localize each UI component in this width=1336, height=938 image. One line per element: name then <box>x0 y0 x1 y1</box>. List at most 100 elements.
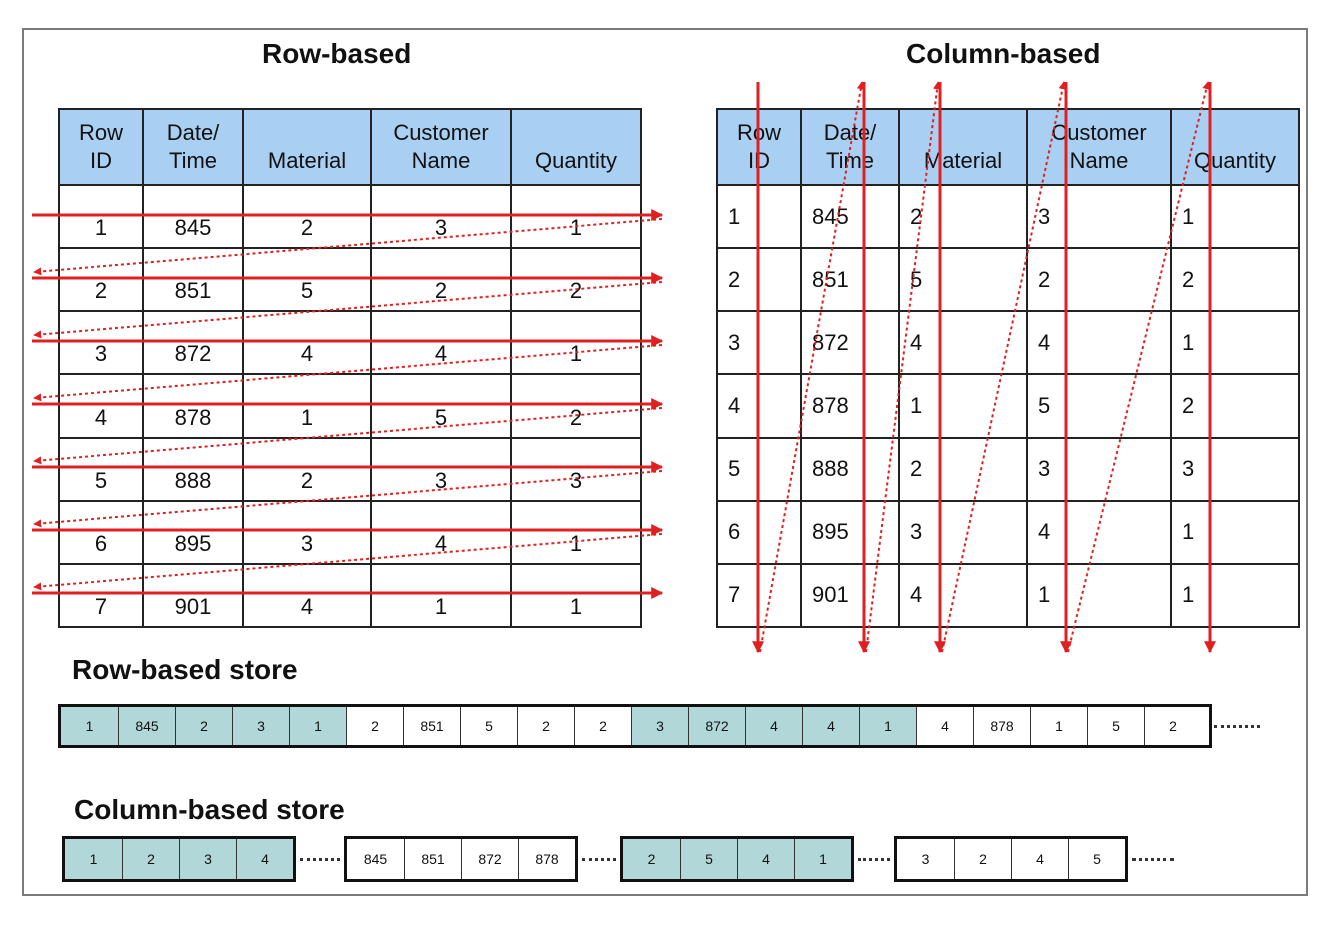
col-table-cell-customer-name: 3 <box>1026 183 1172 250</box>
row-store-cell: 2 <box>574 707 631 745</box>
row-table-cell-row-id: 6 <box>58 499 144 565</box>
row-table-cell-date-time: 888 <box>142 436 244 502</box>
row-store-cell: 4 <box>916 707 973 745</box>
col-table-cell-date-time: 901 <box>800 562 900 629</box>
col-table-cell-material: 4 <box>898 562 1028 629</box>
col-table-cell-material: 5 <box>898 247 1028 313</box>
row-store-cell: 845 <box>118 707 175 745</box>
column-store-cell: 2 <box>623 839 680 879</box>
header-line-1: Date/ <box>166 120 220 145</box>
column-store-cell: 4 <box>737 839 794 879</box>
column-based-title: Column-based <box>906 38 1101 69</box>
header-line-1 <box>900 119 1026 147</box>
header-line-1: Customer <box>393 120 489 145</box>
header-line-2: Time <box>168 148 218 173</box>
column-store-continuation <box>582 858 616 861</box>
col-table-cell-row-id: 7 <box>716 562 802 629</box>
header-line-1: Customer <box>1051 120 1147 145</box>
column-store-cell: 1 <box>794 839 851 879</box>
row-table-header-date-time: Date/Time <box>142 108 244 186</box>
column-store-cell: 845 <box>363 851 388 867</box>
row-table-cell-customer-name: 4 <box>370 310 512 376</box>
row-table-cell-customer-name: 3 <box>370 436 512 502</box>
row-table-cell-customer-name: 3 <box>370 183 512 250</box>
row-store-cell: 1 <box>289 707 346 745</box>
row-table-cell-date-time: 895 <box>142 499 244 565</box>
row-table-cell-customer-name: 2 <box>370 247 512 313</box>
row-store-cell: 851 <box>403 707 460 745</box>
row-table-cell-quantity: 1 <box>510 310 642 376</box>
col-table-cell-row-id: 2 <box>716 247 802 313</box>
column-store-cell: 3 <box>921 851 930 867</box>
row-table-cell-quantity: 3 <box>510 436 642 502</box>
row-store-cell: 872 <box>688 707 745 745</box>
col-table-cell-customer-name: 5 <box>1026 373 1172 439</box>
row-table-cell-material: 2 <box>242 436 372 502</box>
col-table-cell-date-time: 851 <box>800 247 900 313</box>
header-line-2: Material <box>267 148 347 173</box>
column-store-cell: 5 <box>1068 839 1125 879</box>
col-table-cell-date-time: 872 <box>800 310 900 376</box>
row-store-cell: 2 <box>175 707 232 745</box>
row-table-cell-row-id: 3 <box>58 310 144 376</box>
col-table-cell-row-id: 4 <box>716 373 802 439</box>
row-table-cell-date-time: 845 <box>142 183 244 250</box>
col-table-cell-material: 3 <box>898 499 1028 565</box>
row-table-cell-row-id: 1 <box>58 183 144 250</box>
row-store-cell: 5 <box>460 707 517 745</box>
row-table-cell-row-id: 5 <box>58 436 144 502</box>
row-based-store-title: Row-based store <box>72 654 298 685</box>
row-table-cell-row-id: 4 <box>58 373 144 439</box>
row-store-cell: 2 <box>517 707 574 745</box>
row-store-cell: 2 <box>346 707 403 745</box>
row-based-title: Row-based <box>262 38 412 69</box>
col-table-cell-row-id: 6 <box>716 499 802 565</box>
column-based-store-title: Column-based store <box>74 794 345 825</box>
col-table-cell-quantity: 1 <box>1170 562 1300 629</box>
row-store-continuation <box>1214 725 1260 728</box>
row-table-cell-row-id: 7 <box>58 562 144 629</box>
col-table-header-material: Material <box>898 108 1028 186</box>
row-store-cell: 1 <box>859 707 916 745</box>
column-store-cell: 5 <box>680 839 737 879</box>
col-table-cell-quantity: 2 <box>1170 247 1300 313</box>
row-table-cell-customer-name: 5 <box>370 373 512 439</box>
row-table-cell-quantity: 1 <box>510 499 642 565</box>
header-line-1 <box>244 119 370 147</box>
column-store-cell: 851 <box>404 839 461 879</box>
col-table-cell-material: 4 <box>898 310 1028 376</box>
col-table-cell-date-time: 878 <box>800 373 900 439</box>
row-store-cell: 3 <box>631 707 688 745</box>
column-store-continuation <box>300 858 340 861</box>
row-table-header-quantity: Quantity <box>510 108 642 186</box>
col-table-cell-quantity: 1 <box>1170 183 1300 250</box>
header-line-2: ID <box>748 148 770 173</box>
col-table-cell-quantity: 3 <box>1170 436 1300 502</box>
col-table-cell-material: 2 <box>898 183 1028 250</box>
column-store-continuation <box>858 858 890 861</box>
column-store-cell: 878 <box>518 839 575 879</box>
row-table-cell-material: 3 <box>242 499 372 565</box>
row-store-cell: 5 <box>1087 707 1144 745</box>
row-store-cell: 2 <box>1144 707 1201 745</box>
col-table-cell-customer-name: 3 <box>1026 436 1172 502</box>
col-table-cell-customer-name: 2 <box>1026 247 1172 313</box>
row-table-header-material: Material <box>242 108 372 186</box>
column-store-cell: 1 <box>65 839 122 879</box>
col-table-cell-quantity: 2 <box>1170 373 1300 439</box>
row-table-cell-customer-name: 1 <box>370 562 512 629</box>
col-table-cell-date-time: 888 <box>800 436 900 502</box>
row-table-cell-material: 2 <box>242 183 372 250</box>
row-table-cell-date-time: 878 <box>142 373 244 439</box>
col-table-cell-row-id: 5 <box>716 436 802 502</box>
